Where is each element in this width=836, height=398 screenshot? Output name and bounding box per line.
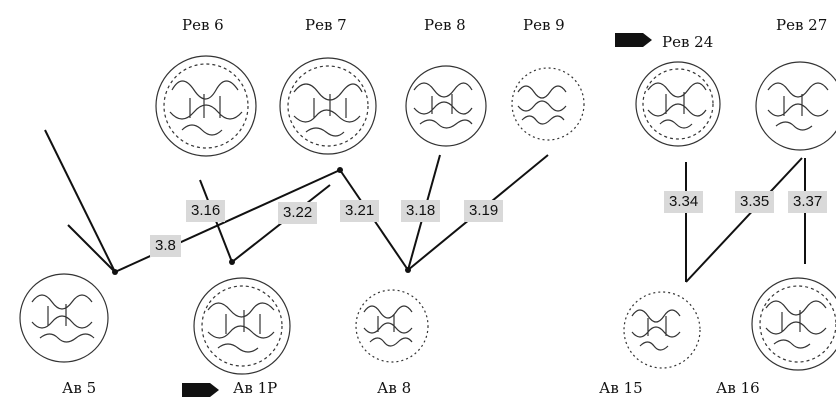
label-rev24: Рев 24 <box>662 33 714 51</box>
badge-3-34: 3.34 <box>664 191 704 213</box>
badge-3-19: 3.19 <box>464 200 504 222</box>
coin-rev24 <box>635 61 721 147</box>
coin-rev8 <box>405 65 487 147</box>
coin-av5 <box>19 273 109 363</box>
label-rev6: Рев 6 <box>182 16 224 34</box>
label-rev7: Рев 7 <box>305 16 347 34</box>
node-av5 <box>112 269 118 275</box>
coin-rev9 <box>511 67 585 141</box>
label-av8: Ав 8 <box>377 379 412 397</box>
marker-arrow-icon <box>615 33 652 47</box>
coin-rev7 <box>279 57 377 155</box>
line-av15-rev27 <box>685 157 803 283</box>
badge-3-16: 3.16 <box>186 200 226 222</box>
node-rev7 <box>337 167 343 173</box>
line-av5-rev6 <box>67 224 116 273</box>
node-av1p <box>229 259 235 265</box>
coin-av15 <box>623 291 701 369</box>
coin-rev27 <box>755 61 836 151</box>
badge-3-22: 3.22 <box>278 202 318 224</box>
label-rev9: Рев 9 <box>523 16 565 34</box>
coin-av16 <box>751 277 836 371</box>
badge-3-35: 3.35 <box>735 191 775 213</box>
badge-3-37: 3.37 <box>788 191 828 213</box>
marker-arrow-icon <box>182 383 219 397</box>
label-av5: Ав 5 <box>62 379 97 397</box>
line-av5-left <box>44 129 116 273</box>
badge-3-18: 3.18 <box>401 200 441 222</box>
label-rev27: Рев 27 <box>776 16 828 34</box>
coin-rev6 <box>155 55 257 157</box>
node-av8 <box>405 267 411 273</box>
label-av15: Ав 15 <box>599 379 643 397</box>
label-rev8: Рев 8 <box>424 16 466 34</box>
label-av16: Ав 16 <box>716 379 760 397</box>
coin-av1p <box>193 277 291 375</box>
badge-3-21: 3.21 <box>340 200 380 222</box>
label-av1p: Ав 1Р <box>233 379 278 397</box>
badge-3-8: 3.8 <box>150 235 181 257</box>
coin-av8 <box>355 289 429 363</box>
